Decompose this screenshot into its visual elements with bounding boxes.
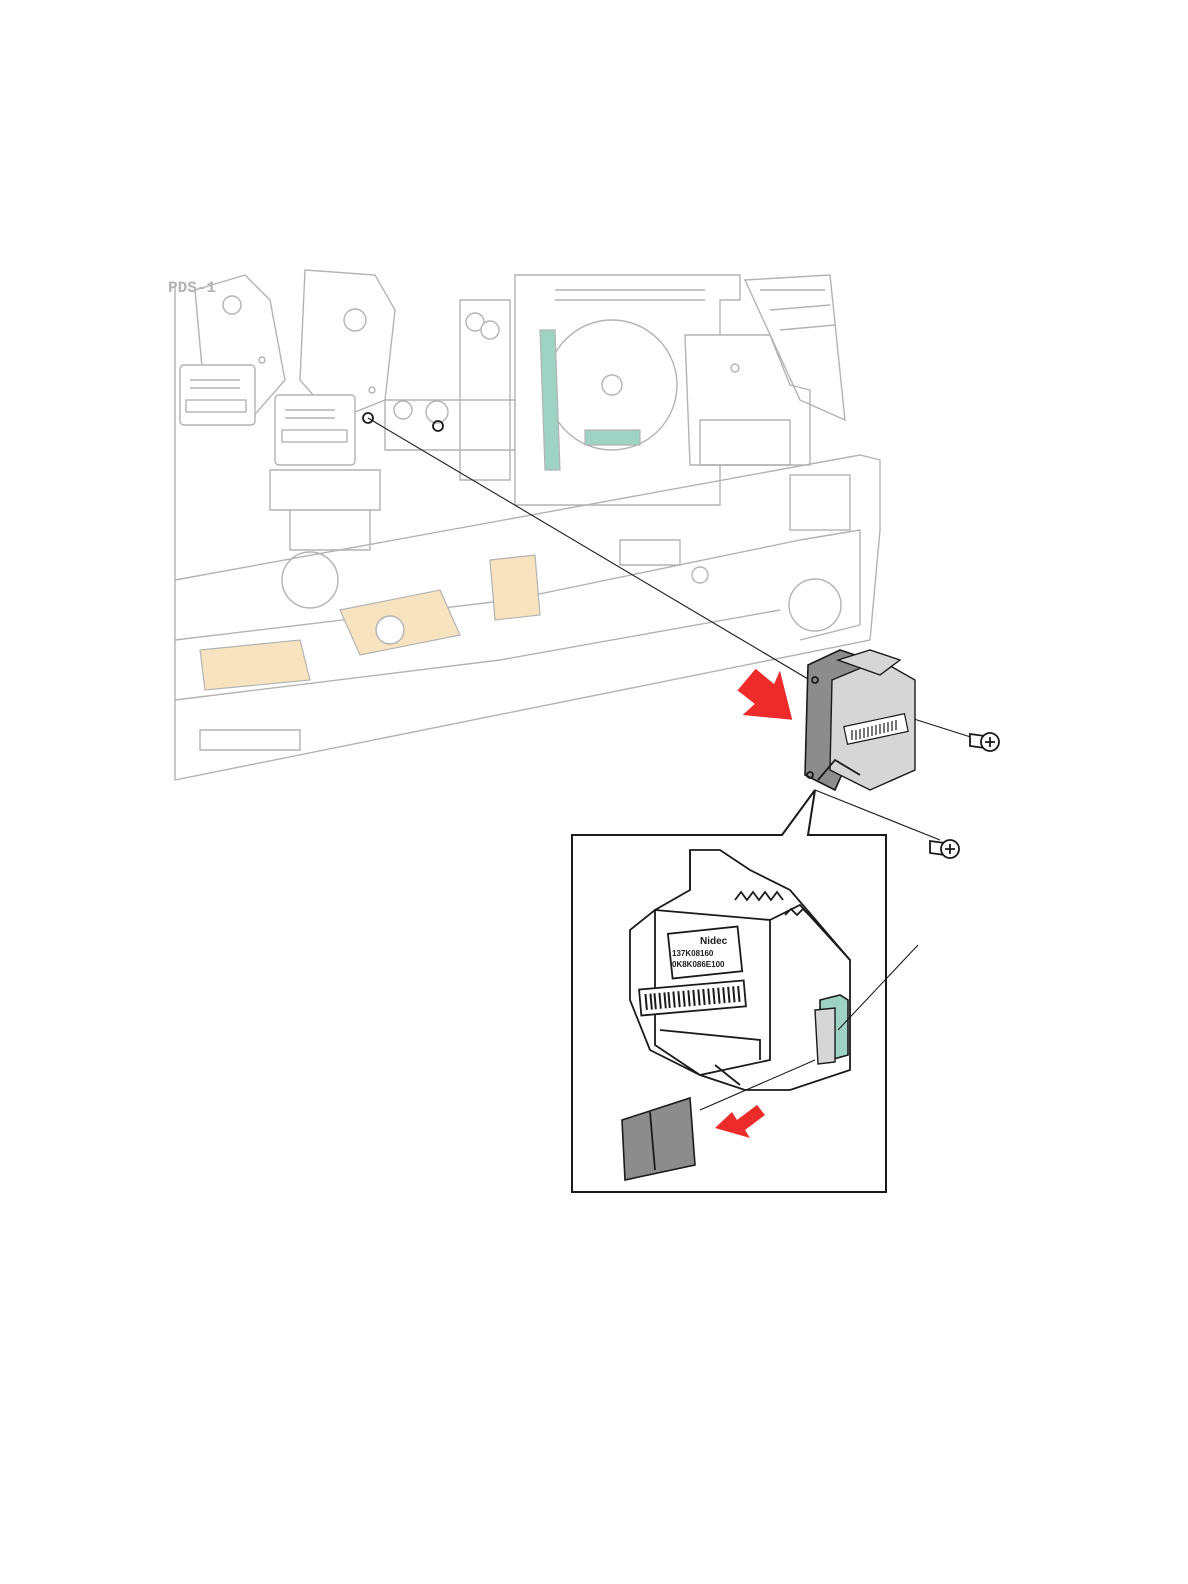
detail-callout: Nidec 137K08160 0K8K086E100: [572, 790, 918, 1192]
alignment-line-screw-lower: [815, 790, 940, 840]
removal-arrow: [736, 666, 793, 724]
motor-brand-label: Nidec: [700, 936, 728, 947]
motor-label-line1: 137K08160: [672, 949, 714, 958]
machine-label: PDS-1: [168, 279, 216, 297]
drive-motor-unit: [805, 650, 915, 790]
motor-label-line2: 0K8K086E100: [672, 960, 725, 969]
screw-lower: [930, 840, 959, 858]
screw-upper: [970, 733, 999, 751]
